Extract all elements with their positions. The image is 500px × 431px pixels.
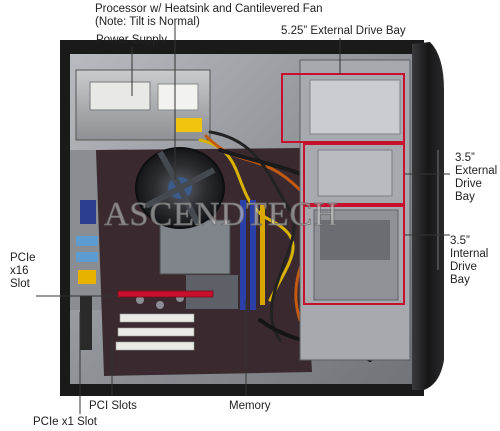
memory-label: Memory: [229, 400, 271, 412]
pcie-x16-label-line2: x16: [10, 265, 29, 277]
processor-label-line1: Processor w/ Heatsink and Cantilevered F…: [95, 3, 323, 15]
cpu-cooler: [135, 147, 225, 229]
power-supply-label: Power Supply: [96, 34, 167, 46]
drive-cage: [299, 59, 411, 361]
memory-modules: [240, 200, 265, 310]
external-35-label-line1: 3.5”: [455, 152, 475, 164]
external-35-bay-highlight: [303, 143, 405, 205]
power-supply: [75, 69, 211, 141]
pcie-x1-label: PCIe x1 Slot: [33, 416, 98, 428]
watermark: ASCENDTECH: [104, 196, 339, 233]
external-525-bay-highlight: [281, 73, 405, 143]
internal-35-label-line4: Bay: [450, 274, 470, 286]
processor-label-line2: (Note: Tilt is Normal): [95, 16, 200, 28]
pcie-x16-label-line1: PCIe: [10, 252, 36, 264]
expansion-slots: [80, 290, 214, 351]
external-35-label-line2: External: [455, 165, 497, 177]
pcie-x16-label-line3: Slot: [10, 278, 31, 290]
external-35-label-line4: Bay: [455, 191, 475, 203]
front-panel: [412, 42, 444, 390]
internal-35-label-line2: Internal: [450, 248, 488, 260]
pci-slots-label: PCI Slots: [89, 400, 137, 412]
internal-35-bay-highlight: [303, 205, 405, 305]
internal-35-label-line1: 3.5”: [450, 235, 470, 247]
external-525-bay-label: 5.25” External Drive Bay: [281, 25, 406, 37]
internal-35-label-line3: Drive: [450, 261, 477, 273]
external-35-label-line3: Drive: [455, 178, 482, 190]
